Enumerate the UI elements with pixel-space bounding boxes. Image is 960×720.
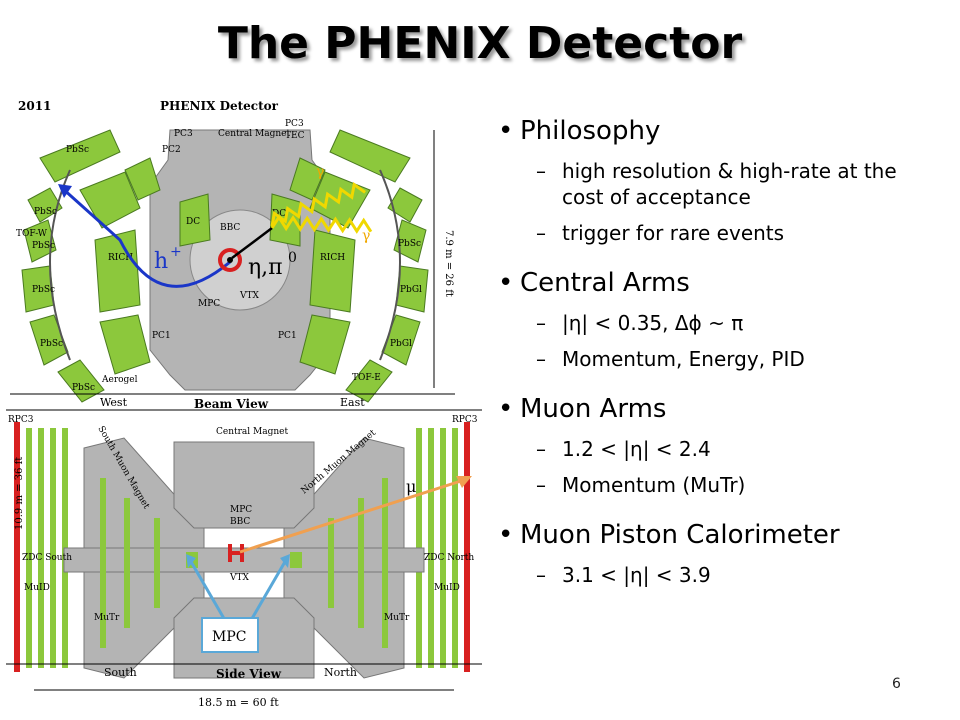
beam-view-heading: PHENIX Detector bbox=[160, 99, 279, 113]
label-height-dim: 10.9 m = 36 ft bbox=[14, 457, 25, 530]
photon-wave-2 bbox=[270, 214, 373, 234]
label-mpc: MPC bbox=[198, 299, 220, 309]
label-side-vtx: VTX bbox=[229, 573, 250, 583]
label-muid-left: MuID bbox=[24, 583, 50, 593]
side-view-diagram: RPC3 RPC3 South Muon Magnet North Muon M… bbox=[4, 408, 484, 714]
side-vertex-marker bbox=[228, 544, 244, 562]
label-south: South bbox=[104, 666, 137, 679]
mpc-box bbox=[201, 617, 259, 653]
label-rich-right: RICH bbox=[320, 253, 345, 263]
label-bbc: BBC bbox=[220, 223, 240, 233]
sub-bullet: Momentum (MuTr) bbox=[500, 472, 940, 498]
vertex-marker bbox=[218, 248, 242, 272]
label-side-mpc: MPC bbox=[230, 505, 252, 515]
label-tec: TEC bbox=[285, 131, 305, 141]
label-pbsc-2: PbSc bbox=[34, 207, 57, 217]
label-beam-dimension: 7.9 m = 26 ft bbox=[443, 230, 454, 297]
label-zdc-north: ZDC North bbox=[424, 553, 474, 563]
hadron-label: h bbox=[154, 249, 168, 274]
page-number: 6 bbox=[892, 676, 901, 692]
slide-title: The PHENIX Detector bbox=[217, 18, 743, 69]
label-pbsc-5: PbSc bbox=[40, 339, 63, 349]
sub-bullet: Momentum, Energy, PID bbox=[500, 346, 940, 372]
label-pbsc-4: PbSc bbox=[32, 285, 55, 295]
hadron-charge: + bbox=[170, 244, 182, 260]
muon-magnets bbox=[63, 437, 425, 679]
muon-label: μ bbox=[406, 477, 416, 496]
label-mutr-right: MuTr bbox=[384, 613, 410, 623]
photon-wave-1 bbox=[270, 181, 366, 227]
sub-bullet: high resolution & high-rate at the cost … bbox=[500, 158, 940, 210]
label-east: East bbox=[340, 396, 365, 409]
rpc3-left-bar bbox=[14, 422, 20, 672]
rpc3-right-bar bbox=[464, 422, 470, 672]
label-pc3-right: PC3 bbox=[285, 119, 304, 129]
gamma-label-1: γ bbox=[316, 164, 324, 180]
label-pc1-right: PC1 bbox=[278, 331, 297, 341]
mpc-arrow-left bbox=[188, 559, 228, 623]
label-pbsc-1: PbSc bbox=[66, 145, 89, 155]
eta-pi-label: η,π bbox=[248, 255, 283, 280]
label-pbgl-1: PbGl bbox=[400, 285, 422, 295]
hadron-track bbox=[60, 186, 231, 288]
label-pc1-left: PC1 bbox=[152, 331, 171, 341]
label-aerogel: Aerogel bbox=[101, 375, 138, 385]
bullet-muon-arms: Muon Arms bbox=[498, 392, 940, 426]
label-side-view: Side View bbox=[216, 667, 282, 681]
label-muid-right: MuID bbox=[434, 583, 460, 593]
label-zdc-south: ZDC South bbox=[22, 553, 72, 563]
east-arm bbox=[269, 129, 429, 403]
label-width-dim: 18.5 m = 60 ft bbox=[198, 696, 279, 709]
label-beam-view: Beam View bbox=[194, 397, 269, 411]
label-pbsc-6: PbSc bbox=[72, 383, 95, 393]
sub-bullet: trigger for rare events bbox=[500, 220, 940, 246]
muon-track bbox=[239, 478, 465, 554]
bullet-central-arms: Central Arms bbox=[498, 266, 940, 300]
mpc-box-label: MPC bbox=[212, 629, 246, 645]
label-central-magnet: Central Magnet bbox=[218, 129, 290, 139]
sub-bullet: |η| < 0.35, Δϕ ~ π bbox=[500, 310, 940, 336]
label-vtx: VTX bbox=[239, 291, 260, 301]
label-tof-e: TOF-E bbox=[352, 373, 381, 383]
eta-pi-sup: 0 bbox=[288, 250, 297, 266]
label-west: West bbox=[100, 396, 128, 409]
hadron-arrowhead bbox=[58, 184, 72, 198]
mpc-arrow-right bbox=[248, 559, 288, 623]
bullet-muon-piston-calorimeter: Muon Piston Calorimeter bbox=[498, 518, 940, 552]
bullet-list: Philosophy high resolution & high-rate a… bbox=[498, 108, 940, 588]
label-rich-left: RICH bbox=[108, 253, 133, 263]
label-mutr-left: MuTr bbox=[94, 613, 120, 623]
year-label: 2011 bbox=[18, 99, 51, 113]
label-pbsc-7: PbSc bbox=[398, 239, 421, 249]
neutral-meson-arrow bbox=[231, 227, 273, 259]
sub-bullet: 1.2 < |η| < 2.4 bbox=[500, 436, 940, 462]
label-pc3-left: PC3 bbox=[174, 129, 193, 139]
bullet-philosophy: Philosophy bbox=[498, 114, 940, 148]
label-dc-right: DC bbox=[272, 209, 286, 219]
west-arm bbox=[21, 129, 211, 403]
label-pc2-left: PC2 bbox=[162, 145, 181, 155]
label-pbgl-2: PbGl bbox=[390, 339, 412, 349]
label-pbsc-3: PbSc bbox=[32, 241, 55, 251]
muon-arrowhead bbox=[456, 476, 472, 488]
label-rpc3-left: RPC3 bbox=[8, 415, 34, 425]
label-side-central-magnet: Central Magnet bbox=[216, 427, 288, 437]
label-dc-left: DC bbox=[186, 217, 200, 227]
label-side-bbc: BBC bbox=[230, 517, 250, 527]
label-rpc3-right: RPC3 bbox=[452, 415, 478, 425]
beam-view-diagram: 2011 PHENIX Detector PbSc P bbox=[10, 90, 455, 412]
gamma-label-2: γ bbox=[362, 228, 370, 244]
label-north: North bbox=[324, 666, 357, 679]
label-tof-w: TOF-W bbox=[16, 229, 48, 239]
sub-bullet: 3.1 < |η| < 3.9 bbox=[500, 562, 940, 588]
